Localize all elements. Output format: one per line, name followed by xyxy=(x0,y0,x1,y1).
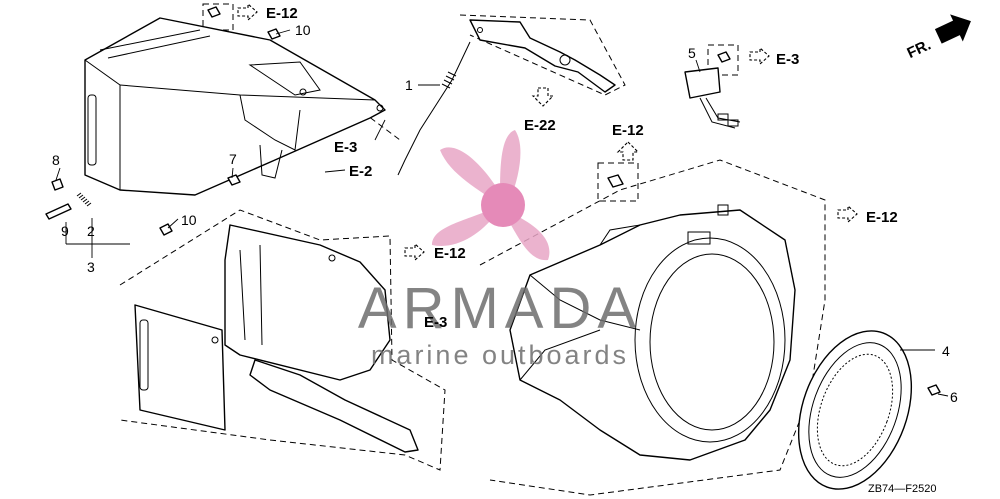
arrow-right-e12-top xyxy=(237,2,258,22)
lower-fan-cover xyxy=(134,224,419,453)
ref-e3-left: E-3 xyxy=(334,139,357,156)
arrow-up-e12-mid xyxy=(616,141,640,161)
part-number-9: 9 xyxy=(61,223,69,239)
ref-arrows xyxy=(237,2,858,262)
part-number-2: 2 xyxy=(87,223,95,239)
air-baffle-plate xyxy=(469,19,616,93)
group-boundary-left-bottom xyxy=(119,209,446,471)
ref-e2: E-2 xyxy=(349,163,372,180)
part-number-3: 3 xyxy=(87,259,95,275)
arrow-down-e22 xyxy=(531,87,555,107)
starter-screen xyxy=(797,330,913,490)
part-number-7: 7 xyxy=(229,151,237,167)
ref-e22: E-22 xyxy=(524,117,556,134)
armada-watermark: ARMADA marine outboards xyxy=(358,130,642,370)
group-boundary-screw-12 xyxy=(597,162,639,202)
arrow-right-e3-top xyxy=(749,46,770,66)
arrow-right-e12-right xyxy=(837,204,858,224)
ref-e12-mid: E-12 xyxy=(612,122,644,139)
part-numbers: 1 10 5 7 8 9 2 10 3 4 6 xyxy=(52,22,958,405)
front-label: FR. xyxy=(904,36,933,62)
propeller-logo xyxy=(432,130,550,261)
ref-e12-top: E-12 xyxy=(266,5,298,22)
part-number-5: 5 xyxy=(688,45,696,61)
fasteners xyxy=(45,6,941,396)
watermark-brand: ARMADA xyxy=(358,276,642,341)
diagram-code: ZB74—F2520 xyxy=(868,483,936,495)
ref-e3-low: E-3 xyxy=(424,314,447,331)
part-number-6: 6 xyxy=(950,389,958,405)
ref-e12-right: E-12 xyxy=(866,209,898,226)
ref-e12-center: E-12 xyxy=(434,245,466,262)
choke-rod xyxy=(397,41,471,176)
part-number-4: 4 xyxy=(942,343,950,359)
part-number-10-bottom: 10 xyxy=(181,212,197,228)
group-boundary-right xyxy=(479,159,826,496)
group-boundary-screw-top xyxy=(202,3,234,31)
ref-e3-top: E-3 xyxy=(776,51,799,68)
leader-lines xyxy=(55,29,949,397)
part-number-1: 1 xyxy=(405,77,413,93)
ignition-unit xyxy=(684,67,741,129)
group-boundary-baffle xyxy=(459,14,626,96)
fan-shroud xyxy=(509,204,796,461)
reference-labels: E-12 E-3 E-22 E-12 E-3 E-2 E-12 E-12 E-3 xyxy=(266,5,898,331)
part-number-8: 8 xyxy=(52,152,60,168)
arrow-right-e12-center xyxy=(404,242,425,262)
front-direction-icon: FR. xyxy=(904,14,971,62)
watermark-tagline: marine outboards xyxy=(371,340,629,370)
upper-fan-cover xyxy=(84,17,386,196)
group-boundary-screw-5 xyxy=(707,44,739,76)
part-number-10-top: 10 xyxy=(295,22,311,38)
